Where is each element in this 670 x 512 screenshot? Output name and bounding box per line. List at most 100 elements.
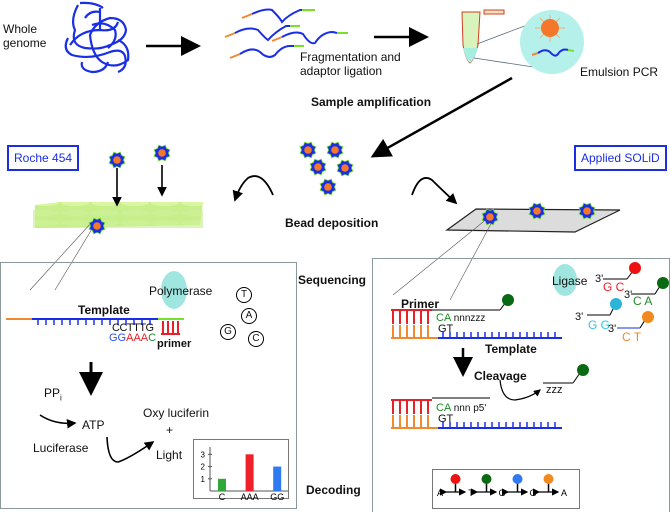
probe-dinuc-3: G G	[588, 318, 611, 332]
bead-deposition-label: Bead deposition	[285, 216, 379, 230]
arrow-to-deposition	[370, 76, 513, 158]
ca-dinucleotide: CA	[436, 402, 451, 414]
roche-454-sequencing-panel	[0, 262, 297, 509]
probe-dye-icon	[610, 298, 622, 310]
x-tick-label: GG	[270, 492, 284, 502]
curved-arrow-left	[232, 175, 274, 202]
bead-icon	[309, 158, 327, 176]
top-sequence: CCTTTG	[112, 322, 154, 334]
bar-GG	[273, 466, 282, 491]
sequencing-label: Sequencing	[298, 273, 367, 287]
pyrogram-chart-frame	[193, 439, 289, 499]
bead-icon	[108, 151, 126, 169]
probe-dinuc-4: C T	[622, 330, 642, 344]
nucleotide-G: G	[220, 324, 236, 340]
cleaved-dye-icon	[577, 364, 589, 376]
polymerase-label: Polymerase	[149, 284, 213, 298]
y-tick-label: 3	[201, 450, 206, 459]
decoded-base: A	[561, 488, 567, 498]
primer-label: primer	[157, 338, 192, 350]
bead-icon	[299, 141, 317, 159]
color-space-decoding-panel	[432, 469, 580, 509]
zoom-line	[473, 57, 541, 69]
luciferase-label: Luciferase	[33, 441, 89, 455]
solid-primer-label: Primer	[401, 297, 440, 311]
solid-template-label: Template	[485, 342, 537, 356]
fragmentation-label-line1: Fragmentation and	[300, 50, 401, 64]
bar-C	[218, 478, 226, 491]
curved-arrow-cleavage	[499, 379, 541, 401]
whole-genome-label-line2: genome	[3, 36, 47, 50]
x-tick-label: C	[219, 492, 226, 502]
bead-icon	[578, 202, 596, 220]
probe-3prime-1: 3'	[595, 273, 604, 285]
light-label: Light	[156, 448, 183, 462]
bead-icon	[336, 159, 354, 177]
y-tick-label: 2	[201, 463, 206, 472]
probe-dye-icon	[629, 262, 641, 274]
roche-454-platform-label: Roche 454	[7, 145, 80, 171]
bead-icon	[481, 208, 499, 226]
fragmentation-label-line2: adaptor ligation	[300, 64, 383, 78]
probe-3prime-3: 3'	[575, 311, 584, 323]
decoded-base: T	[468, 488, 474, 498]
nucleotide-C: C	[248, 331, 264, 347]
arrow-to-atp	[39, 414, 77, 429]
nucleotide-A: A	[241, 308, 257, 324]
ppi-text: PP	[44, 386, 61, 400]
decoded-base: G	[529, 488, 536, 498]
probe-3prime-2: 3'	[624, 289, 633, 301]
applied-solid-platform-label: Applied SOLiD	[574, 145, 667, 171]
bead-icon	[153, 144, 171, 162]
x-tick-label: AAA	[241, 492, 259, 502]
bead-icon	[528, 202, 546, 220]
probe-3prime-4: 3'	[608, 323, 617, 335]
primer-bars	[161, 321, 180, 335]
probe-sequence-1: CA nnnzzz	[436, 311, 485, 326]
ca-dinucleotide: CA	[436, 312, 451, 324]
atp-label: ATP	[82, 418, 105, 432]
nucleotide-T: T	[236, 287, 252, 303]
color-call-icon	[512, 474, 523, 484]
roche-template-label: Template	[78, 303, 130, 317]
curved-arrow-right	[411, 177, 458, 205]
bead-icon	[319, 178, 337, 196]
cleavage-label: Cleavage	[474, 369, 527, 383]
pcr-tube-icon	[461, 9, 505, 64]
arrow-to-light	[106, 436, 155, 463]
sample-amplification-label: Sample amplification	[311, 95, 432, 109]
genome-tangle-icon	[64, 1, 130, 74]
color-call-icon	[543, 474, 554, 484]
bar-AAA	[245, 454, 254, 491]
color-call-icon	[481, 474, 492, 484]
ligase-label: Ligase	[552, 274, 588, 288]
base-segment: AAA	[126, 332, 149, 344]
ppi-subscript: i	[60, 393, 62, 403]
color-call-icon	[450, 474, 461, 484]
probe-dye-icon	[657, 277, 669, 289]
ligated-sequence: CA nnn p5'	[436, 401, 486, 416]
probe-degenerate-bases: nnnzzz	[453, 313, 486, 324]
decoded-base: A	[437, 488, 443, 498]
ligase-blob-icon	[553, 264, 577, 296]
base-segment: GG	[109, 332, 127, 344]
zzz-label: zzz	[546, 384, 563, 396]
plus-sign: +	[166, 423, 174, 437]
gt-complement: GT	[438, 323, 454, 335]
probe-dye-icon	[502, 294, 514, 306]
gt-complement-2: GT	[438, 413, 454, 425]
oxyluciferin-label: Oxy luciferin	[143, 406, 210, 420]
polymerase-blob-icon	[161, 271, 187, 309]
probe-dye-icon	[642, 311, 654, 323]
picotiter-plate-icon	[33, 202, 203, 228]
decoded-base: G	[498, 488, 505, 498]
whole-genome-label-line1: Whole	[3, 22, 38, 36]
probe-dinuc-1: G C	[603, 280, 625, 294]
dna-fragments-icon	[224, 8, 348, 59]
